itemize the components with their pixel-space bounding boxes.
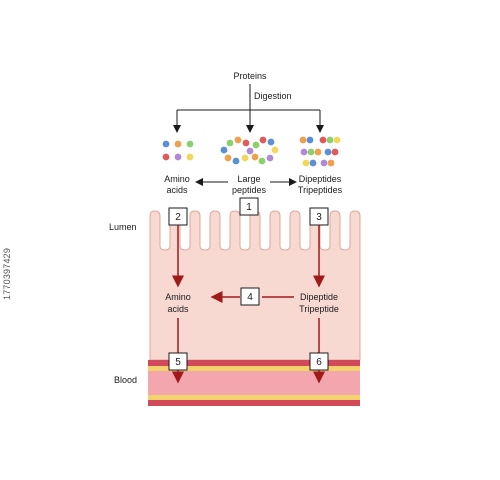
amino-acids-top-label-line2: acids <box>166 185 188 195</box>
svg-text:2: 2 <box>175 212 181 223</box>
di-tri-mid-label-line1: Dipeptide <box>300 292 338 302</box>
svg-text:3: 3 <box>316 212 322 223</box>
step-5-box: 5 <box>168 352 188 371</box>
svg-text:5: 5 <box>175 357 181 368</box>
watermark-id: 1770397429 <box>2 247 12 300</box>
large-peptides-label-line2: peptides <box>232 185 267 195</box>
svg-text:1: 1 <box>246 202 252 213</box>
di-tri-top-label-line2: Tripeptides <box>298 185 343 195</box>
step-2-box: 2 <box>168 207 188 226</box>
step-4-box: 4 <box>240 287 260 306</box>
lumen-label: Lumen <box>109 222 137 232</box>
di-tri-mid-label-line2: Tripeptide <box>299 304 339 314</box>
proteins-label: Proteins <box>233 71 267 81</box>
digestion-label: Digestion <box>254 91 292 101</box>
enterocyte <box>149 210 361 361</box>
amino-acid-molecules <box>162 140 194 161</box>
step-1-box: 1 <box>239 197 259 216</box>
svg-text:4: 4 <box>247 292 253 303</box>
blood-label: Blood <box>114 375 137 385</box>
di-tri-top-label-line1: Dipeptides <box>299 174 342 184</box>
amino-acids-mid-label-line1: Amino <box>165 292 191 302</box>
di-tripeptide-molecules <box>299 136 341 167</box>
large-peptides-label-line1: Large <box>237 174 260 184</box>
amino-acids-mid-label-line2: acids <box>167 304 189 314</box>
svg-text:6: 6 <box>316 357 322 368</box>
large-peptide-molecules <box>220 136 279 165</box>
amino-acids-top-label-line1: Amino <box>164 174 190 184</box>
step-6-box: 6 <box>309 352 329 371</box>
step-3-box: 3 <box>309 207 329 226</box>
